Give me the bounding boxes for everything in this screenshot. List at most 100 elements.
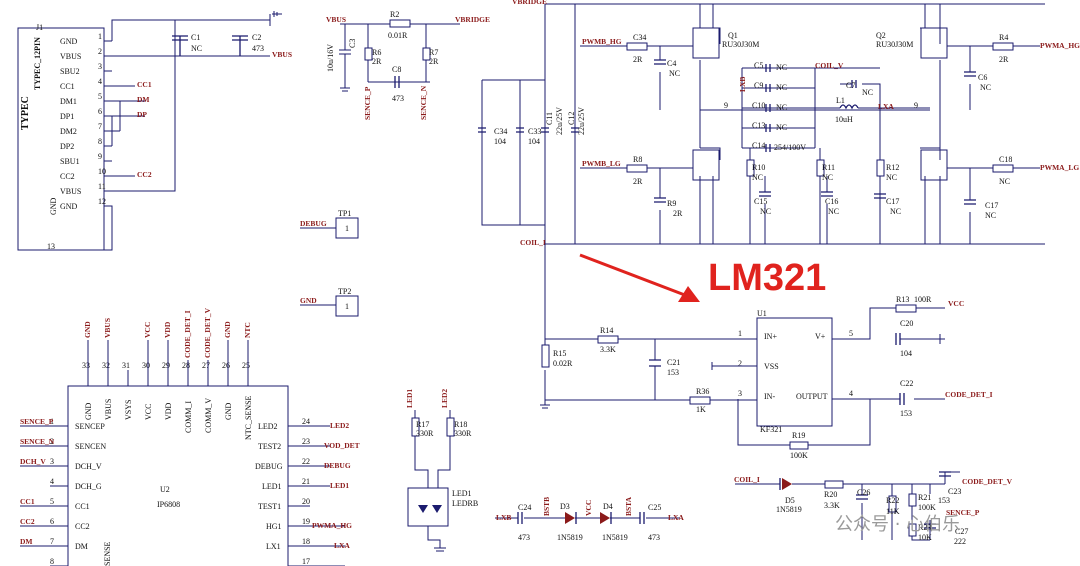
c7-ref: C7 — [846, 81, 855, 90]
u2-top-pin-number: 31 — [122, 361, 130, 370]
u2-top-pin-name: GND — [224, 402, 233, 420]
u2-right-pin-number: 20 — [302, 497, 310, 506]
det-cap-plates — [759, 191, 886, 199]
tp1-ref: TP1 — [338, 209, 351, 218]
r14-ref: R14 — [600, 326, 613, 335]
l1-ref: L1 — [836, 96, 845, 105]
c1-ref: C1 — [191, 33, 200, 42]
det-wires — [749, 108, 881, 244]
c34-value: 104 — [494, 137, 506, 146]
c18-value: 2R — [673, 209, 683, 218]
net-cc1: CC1 — [137, 80, 152, 89]
bridge-stage: VBRIDGE C34 104 C33 104 C11 22u/25V C12 … — [478, 0, 1080, 247]
u2-left-pin-name: CC1 — [75, 502, 90, 511]
net-u2-lxa: LXA — [334, 541, 350, 550]
q1-ref: Q1 — [728, 31, 738, 40]
j1-pin-number: 6 — [98, 107, 102, 116]
c3-ref: C3 — [348, 39, 357, 48]
net-u2-led2: LED2 — [330, 421, 349, 430]
u2-top-pin-name: COMM_I — [184, 401, 193, 433]
bootstrap-block: LXB BSTB VCC BSTA LXA C24 473 D3 1N5819 … — [495, 496, 684, 542]
bulk-wires — [481, 79, 545, 226]
j1-type: TYPEC_12PIN — [33, 37, 42, 90]
u1-pin-number: 2 — [738, 359, 742, 368]
u2-left-pin-number: 8 — [50, 557, 54, 566]
r19-value: 100K — [790, 451, 808, 460]
net-boot-lxa: LXA — [668, 513, 684, 522]
j1-pin-name: DP1 — [60, 112, 74, 121]
net-u2-ntc: NTC — [243, 322, 252, 338]
r22-value: 11K — [886, 507, 900, 516]
r7-symbol — [422, 47, 431, 61]
annotation-text: LM321 — [708, 257, 826, 299]
r17-symbol — [411, 417, 420, 437]
net-u2-dm: DM — [20, 537, 33, 546]
u2-left-pin-name: SENCEP — [75, 422, 105, 431]
j1-pin-number: 1 — [98, 32, 102, 41]
u2-part: IP6808 — [157, 500, 180, 509]
led1-symbol — [407, 487, 449, 527]
d4-ref: D4 — [603, 502, 613, 511]
d5-value: 1N5819 — [776, 505, 802, 514]
led1-ref: LED1 — [452, 489, 472, 498]
j1-pin-number: 10 — [98, 167, 106, 176]
q1-gate-caps — [654, 59, 666, 203]
c27-value: 222 — [954, 537, 966, 546]
u2-left-pin-number: 4 — [50, 477, 54, 486]
c14-ref: C14 — [752, 141, 765, 150]
c2-value: 473 — [252, 44, 264, 53]
c8-value: 473 — [392, 94, 404, 103]
r19-ref: R19 — [792, 431, 805, 440]
u2-right-pin-number: 17 — [302, 557, 310, 566]
c10-ref: C10 — [752, 101, 765, 110]
j1-pin-name: SBU1 — [60, 157, 80, 166]
net-bstb: BSTB — [542, 497, 551, 516]
q2-high-mosfet — [920, 27, 948, 59]
r9-ref: C18 — [999, 155, 1012, 164]
node-9-right: 9 — [914, 101, 918, 110]
u1-part: KF321 — [760, 425, 782, 434]
boot-diode-bars — [575, 512, 612, 524]
u2-right-pin-name: TEST1 — [258, 502, 281, 511]
j1-dm-dp-wires — [111, 100, 145, 146]
j1-pin-number: 13 — [47, 242, 55, 251]
r13-ref: R13 — [896, 295, 909, 304]
boot-diode-icons — [565, 512, 610, 524]
q1-high-mosfet — [692, 27, 720, 59]
net-lxb-label: LXB — [738, 77, 747, 92]
led-wires — [414, 410, 451, 488]
node-9-left: 9 — [724, 101, 728, 110]
net-u2-cc1: CC1 — [20, 497, 35, 506]
r15-symbol — [541, 344, 550, 368]
r22-symbol — [888, 495, 897, 513]
j1-ref: J1 — [36, 23, 43, 32]
net-vbus-2: VBUS — [326, 15, 346, 24]
c6-value: NC — [980, 83, 991, 92]
r7-ref: R7 — [429, 48, 438, 57]
boot-cap-plates — [517, 512, 645, 524]
l1-wires — [815, 83, 930, 109]
net-sense-n: SENCE_N — [419, 85, 428, 120]
c23-value: 153 — [938, 496, 950, 505]
r11-ref: R11 — [822, 163, 835, 172]
c22-value: 153 — [900, 409, 912, 418]
c21-ref: C21 — [667, 358, 680, 367]
q1-wires — [699, 4, 930, 244]
u2-left-pin-name: SENCEN — [75, 442, 106, 451]
net-lxa-label: LXA — [878, 102, 894, 111]
c17-ref: C17 — [886, 197, 899, 206]
u1-pin-number: 5 — [849, 329, 853, 338]
u2-left-pin-number: 2 — [50, 437, 54, 446]
tp2-ref: TP2 — [338, 287, 351, 296]
r20-ref: R20 — [824, 490, 837, 499]
r6-symbol — [364, 47, 373, 61]
led-gnd — [427, 526, 446, 552]
r14-value: 3.3K — [600, 345, 616, 354]
q1-low-mosfet — [692, 149, 720, 181]
r11-value: NC — [822, 173, 833, 182]
r23-symbol — [908, 523, 917, 537]
c4-value: NC — [669, 69, 680, 78]
j1-pin-wires — [104, 40, 175, 251]
net-pwmb-hg: PWMB_HG — [582, 37, 622, 46]
u2-left-pin-wires — [20, 425, 68, 566]
